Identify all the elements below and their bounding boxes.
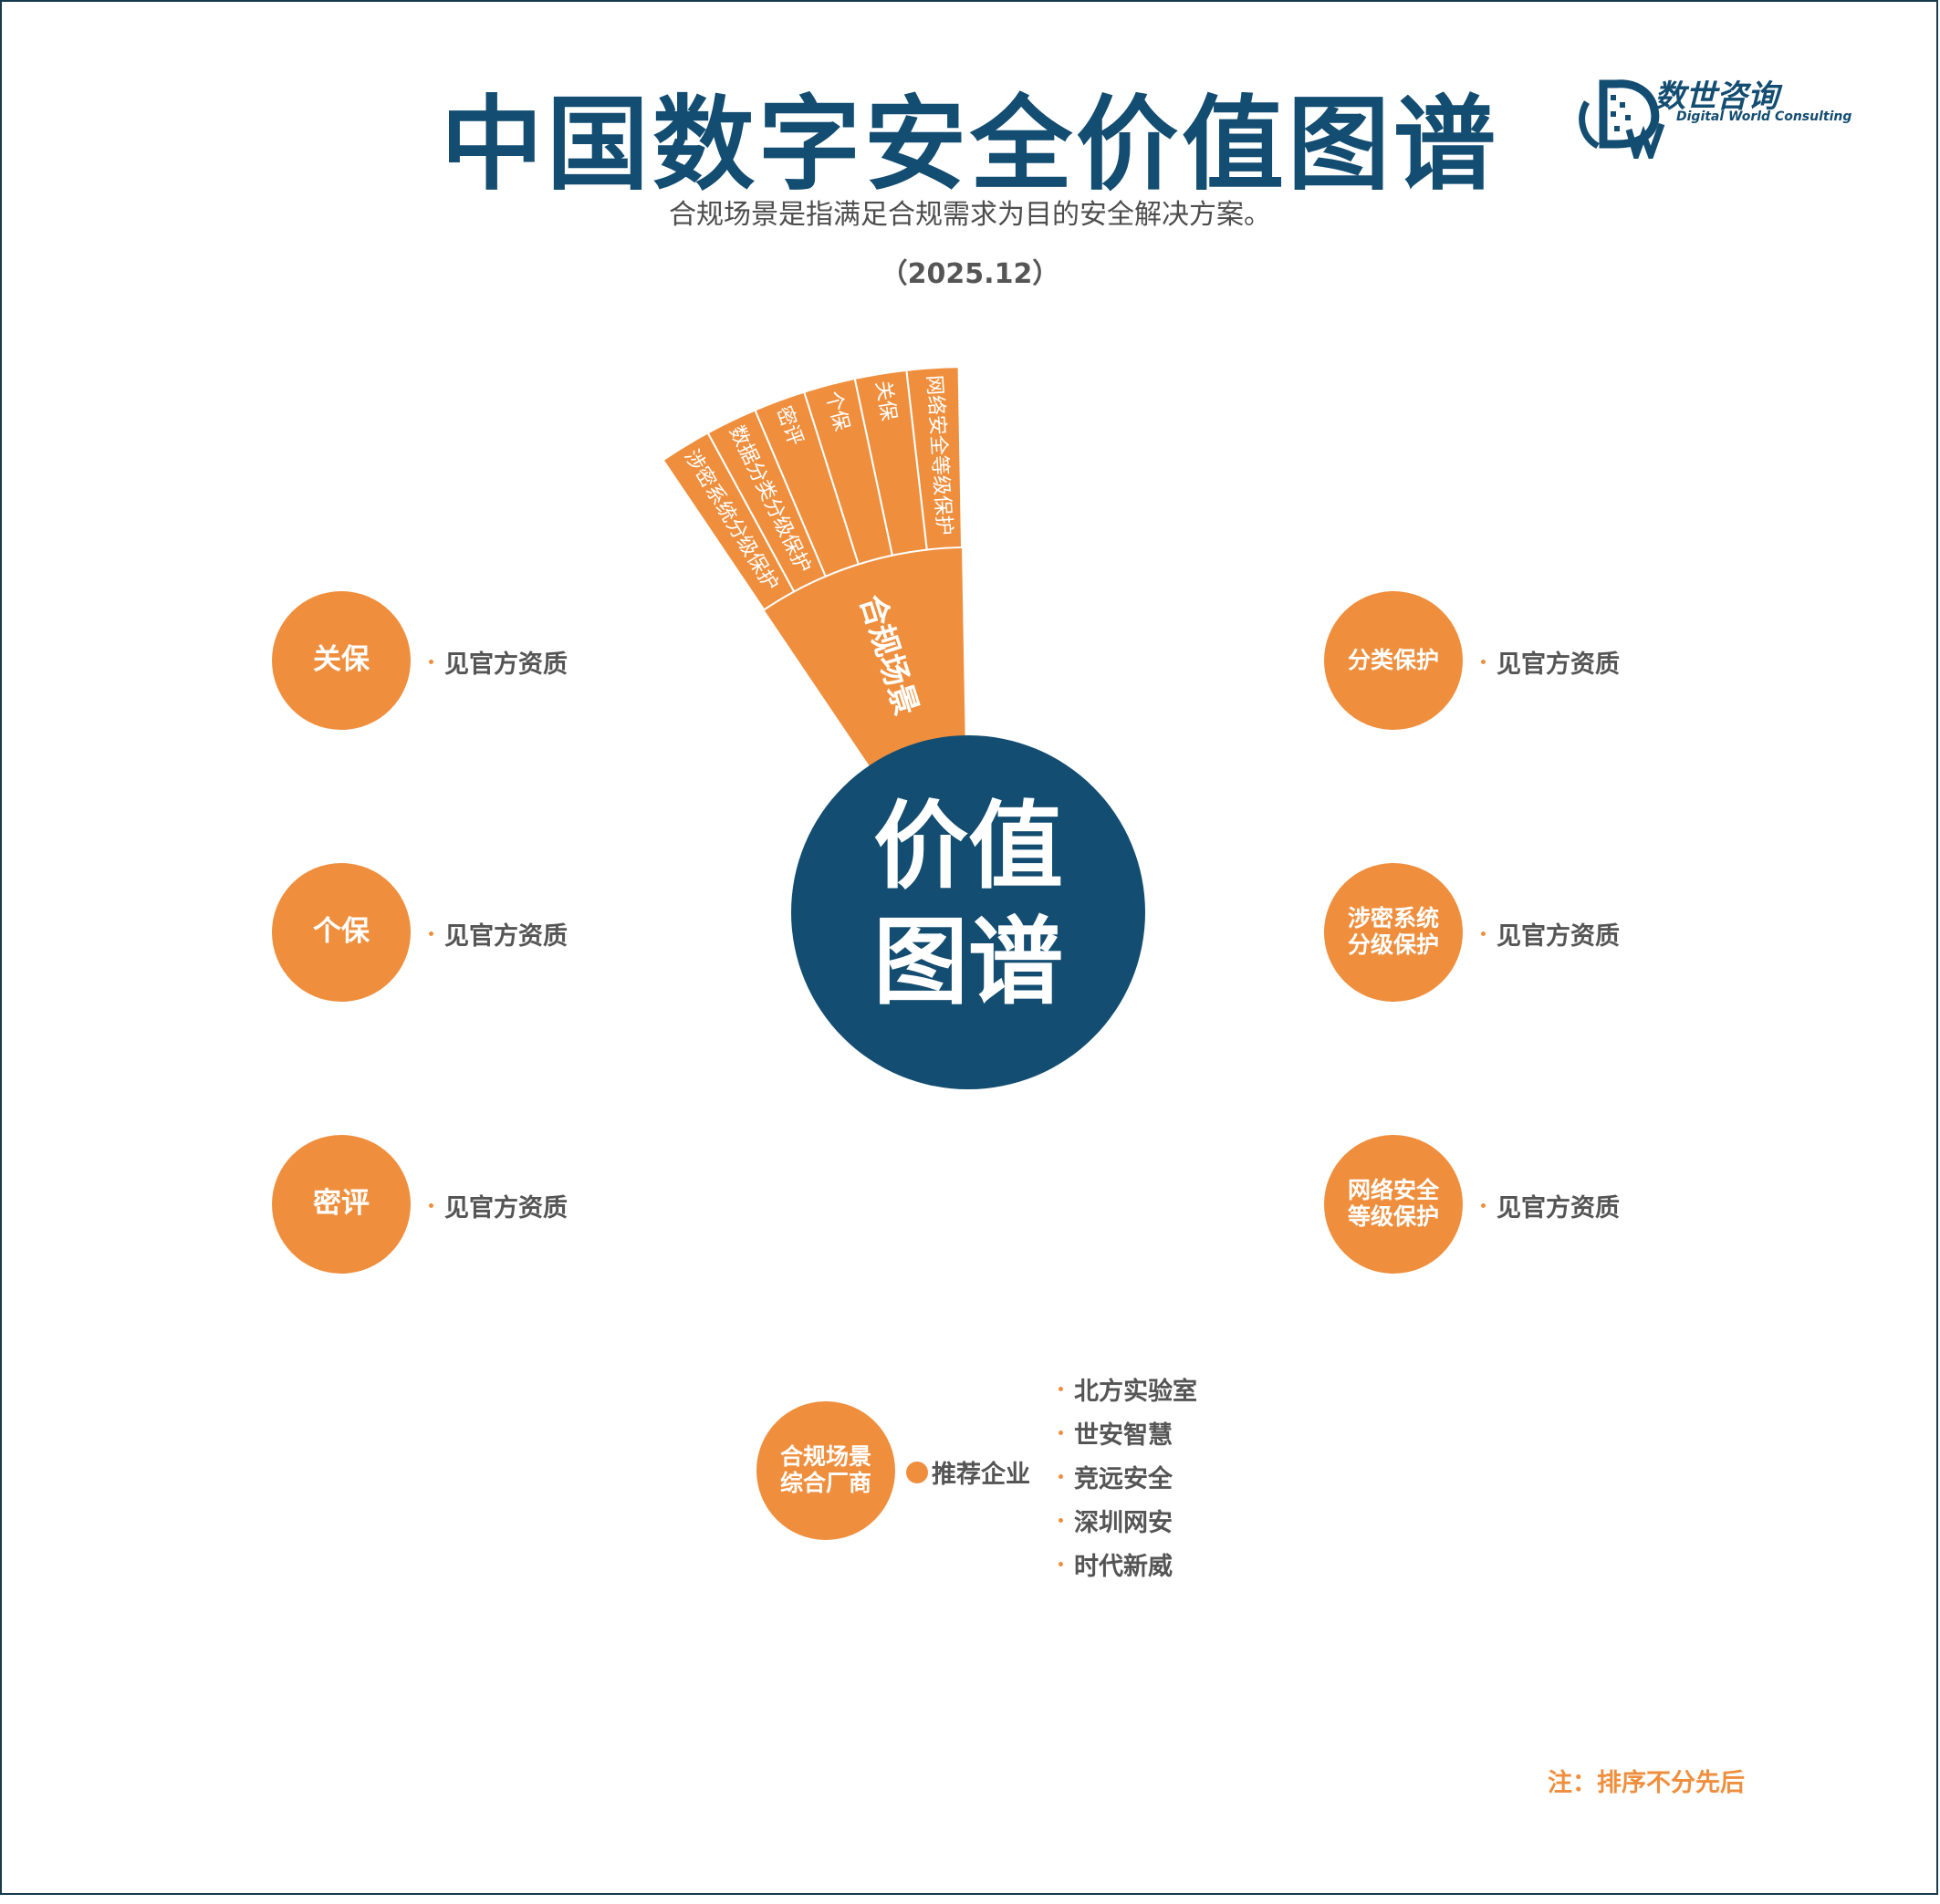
right-node-note: 见官方资质	[1481, 1188, 1620, 1223]
center-label-line1: 价值	[873, 790, 1063, 901]
fan-segment	[754, 390, 860, 578]
page-subtitle: 合规场景是指满足合规需求为目的安全解决方案。	[669, 199, 1271, 231]
company-item: 竞远安全	[1059, 1459, 1173, 1494]
fan-segment	[706, 409, 828, 593]
fan-segment	[802, 377, 894, 566]
right-node-note-text: 见官方资质	[1497, 1194, 1620, 1223]
left-node-circle: 密评	[272, 1135, 411, 1274]
recommend-label: 推荐企业	[906, 1454, 1030, 1490]
right-node-circle: 网络安全等级保护	[1324, 1135, 1463, 1274]
page-title: 中国数字安全价值图谱	[441, 86, 1499, 204]
company-item: 时代新威	[1059, 1546, 1173, 1582]
right-node-note-text: 见官方资质	[1497, 922, 1620, 951]
company-name: 世安智慧	[1074, 1421, 1173, 1450]
left-node-note: 见官方资质	[429, 644, 568, 680]
fan-segment	[905, 366, 964, 551]
left-node-circle: 关保	[272, 591, 411, 730]
brand-logo: 数世咨询 Digital World Consulting	[1574, 71, 1851, 166]
bullet-dot-icon	[429, 660, 433, 664]
bullet-dot-icon	[1059, 1431, 1063, 1435]
bullet-dot-icon	[429, 1203, 433, 1208]
dw-logo-icon	[1579, 79, 1665, 166]
bullet-dot-icon	[429, 931, 433, 936]
bullet-dot-icon	[1481, 660, 1486, 664]
left-node-note: 见官方资质	[429, 1188, 568, 1223]
bullet-dot-icon	[1481, 931, 1486, 936]
company-item: 世安智慧	[1059, 1415, 1173, 1451]
company-name: 深圳网安	[1074, 1509, 1173, 1537]
right-node-circle: 涉密系统分级保护	[1324, 863, 1463, 1002]
right-node-note-text: 见官方资质	[1497, 650, 1620, 679]
bullet-dot-icon	[1059, 1387, 1063, 1391]
footnote: 注：排序不分先后	[1548, 1769, 1745, 1797]
left-node-note-text: 见官方资质	[444, 922, 568, 951]
page-date: （2025.12）	[880, 258, 1060, 290]
company-item: 北方实验室	[1059, 1371, 1197, 1407]
logo-brand-cn: 数世咨询	[1654, 78, 1778, 115]
company-item: 深圳网安	[1059, 1503, 1173, 1538]
company-name: 竞远安全	[1074, 1465, 1173, 1493]
fan-segment	[853, 369, 928, 557]
right-node-note: 见官方资质	[1481, 644, 1620, 680]
fan-segment	[662, 432, 796, 611]
bullet-dot-icon	[1059, 1562, 1063, 1566]
left-node-note-text: 见官方资质	[444, 650, 568, 679]
left-node-circle: 个保	[272, 863, 411, 1002]
company-name: 时代新威	[1074, 1553, 1173, 1581]
recommend-dot-icon	[906, 1461, 928, 1483]
right-node-circle: 分类保护	[1324, 591, 1463, 730]
fan-root-segment	[764, 547, 965, 769]
center-circle	[791, 735, 1145, 1089]
logo-brand-en: Digital World Consulting	[1676, 109, 1852, 124]
left-node-note-text: 见官方资质	[444, 1194, 568, 1223]
company-name: 北方实验室	[1074, 1378, 1197, 1406]
bullet-dot-icon	[1481, 1203, 1486, 1208]
right-node-note: 见官方资质	[1481, 916, 1620, 952]
recommend-label-text: 推荐企业	[932, 1461, 1030, 1489]
bullet-dot-icon	[1059, 1474, 1063, 1479]
center-label-line2: 图谱	[873, 906, 1063, 1017]
vendor-circle: 合规场景综合厂商	[756, 1401, 895, 1540]
left-node-note: 见官方资质	[429, 916, 568, 952]
bullet-dot-icon	[1059, 1518, 1063, 1523]
